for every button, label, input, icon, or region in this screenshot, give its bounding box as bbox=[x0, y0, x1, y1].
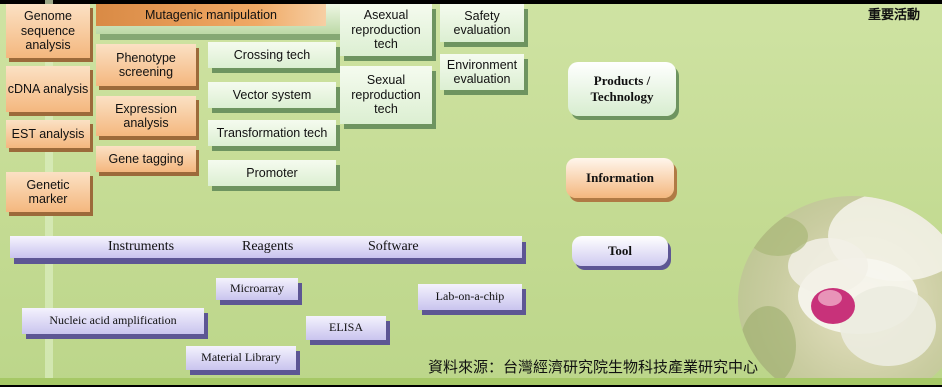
tech-safety-evaluation: Safety evaluation bbox=[440, 4, 524, 42]
tool-microarray: Microarray bbox=[216, 278, 298, 300]
tech-sexual-reproduction: Sexual reproduction tech bbox=[340, 66, 432, 124]
legend-products-technology: Products / Technology bbox=[568, 62, 676, 116]
bottom-band bbox=[0, 378, 942, 387]
info-est-analysis: EST analysis bbox=[6, 120, 90, 148]
info-expression-analysis: Expression analysis bbox=[96, 96, 196, 136]
corner-title: 重要活動 bbox=[868, 8, 921, 23]
bottom-border bbox=[0, 385, 942, 387]
legend-tool: Tool bbox=[572, 236, 668, 266]
tool-material-library: Material Library bbox=[186, 346, 296, 370]
tech-transformation: Transformation tech bbox=[208, 120, 336, 146]
info-cdna-analysis: cDNA analysis bbox=[6, 66, 90, 112]
tool-software: Software bbox=[368, 239, 419, 254]
info-genetic-marker: Genetic marker bbox=[6, 172, 90, 212]
tech-environment-evaluation: Environment evaluation bbox=[440, 54, 524, 90]
tool-lab-on-a-chip: Lab-on-a-chip bbox=[418, 284, 522, 310]
top-border bbox=[0, 0, 942, 4]
orchid-flower-icon bbox=[740, 196, 942, 386]
orchid-photo bbox=[738, 196, 942, 387]
info-gene-tagging: Gene tagging bbox=[96, 146, 196, 172]
info-phenotype-screening: Phenotype screening bbox=[96, 44, 196, 86]
source-note: 資料來源：台灣經濟研究院生物科技產業研究中心 bbox=[428, 358, 759, 376]
tool-instruments: Instruments bbox=[108, 239, 175, 254]
tech-promoter: Promoter bbox=[208, 160, 336, 186]
tool-elisa: ELISA bbox=[306, 316, 386, 340]
legend-information: Information bbox=[566, 158, 674, 198]
mutagenic-label: Mutagenic manipulation bbox=[96, 4, 326, 26]
tool-reagents: Reagents bbox=[242, 239, 294, 254]
tech-crossing: Crossing tech bbox=[208, 42, 336, 68]
tool-nucleic-acid-amplification: Nucleic acid amplification bbox=[22, 308, 204, 334]
info-genome-sequence-analysis: Genome sequence analysis bbox=[6, 4, 90, 58]
tech-asexual-reproduction: Asexual reproduction tech bbox=[340, 4, 432, 56]
tech-vector-system: Vector system bbox=[208, 82, 336, 108]
tool-bar: Instruments Reagents Software bbox=[10, 236, 522, 258]
